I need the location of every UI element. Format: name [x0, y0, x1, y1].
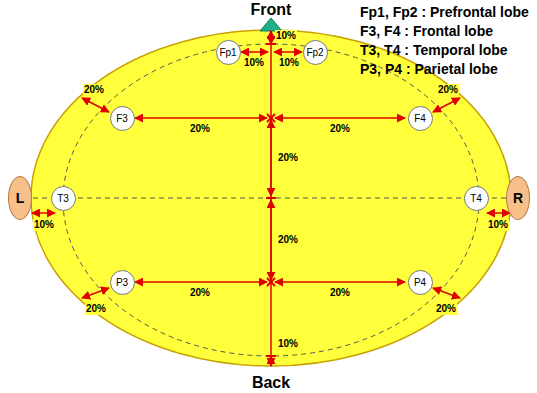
ear-label: R	[513, 190, 523, 206]
electrode-circle: P4	[408, 270, 433, 295]
electrode-circle: F3	[110, 106, 135, 131]
electrode-label: F3	[116, 113, 128, 124]
distance-label: 10%	[275, 30, 297, 42]
distance-label: 20%	[189, 287, 211, 299]
distance-label: 20%	[435, 303, 457, 315]
electrode-circle: Fp2	[303, 40, 328, 65]
distance-label: 20%	[277, 234, 299, 246]
electrode-label: Fp2	[306, 47, 323, 58]
electrode-circle: P3	[110, 270, 135, 295]
distance-label: 20%	[437, 84, 459, 96]
legend-note: Fp1, Fp2 : Prefrontal lobe	[360, 4, 529, 20]
electrode-circle: T3	[51, 186, 76, 211]
electrode-label: Fp1	[219, 47, 236, 58]
direction-label: Front	[251, 1, 292, 19]
distance-label: 20%	[189, 123, 211, 135]
electrode-label: T4	[470, 193, 482, 204]
distance-label: 10%	[33, 219, 55, 231]
distance-label: 20%	[277, 152, 299, 164]
ear-marker: L	[8, 176, 32, 220]
electrode-circle: F4	[408, 106, 433, 131]
distance-label: 20%	[83, 84, 105, 96]
distance-label: 20%	[85, 303, 107, 315]
ear-label: L	[16, 190, 25, 206]
electrode-label: T3	[57, 193, 69, 204]
distance-label: 20%	[329, 123, 351, 135]
electrode-label: P4	[414, 277, 426, 288]
distance-label: 10%	[487, 219, 509, 231]
distance-label: 10%	[278, 57, 300, 69]
distance-label: 10%	[277, 338, 299, 350]
ear-marker: R	[506, 176, 530, 220]
electrode-circle: T4	[464, 186, 489, 211]
distance-label: 20%	[329, 287, 351, 299]
legend-note: P3, P4 : Parietal lobe	[360, 61, 498, 77]
electrode-circle: Fp1	[216, 40, 241, 65]
legend-note: F3, F4 : Frontal lobe	[360, 23, 493, 39]
legend-note: T3, T4 : Temporal lobe	[360, 42, 508, 58]
electrode-label: P3	[116, 277, 128, 288]
distance-label: 10%	[243, 57, 265, 69]
electrode-label: F4	[414, 113, 426, 124]
direction-label: Back	[252, 374, 290, 392]
